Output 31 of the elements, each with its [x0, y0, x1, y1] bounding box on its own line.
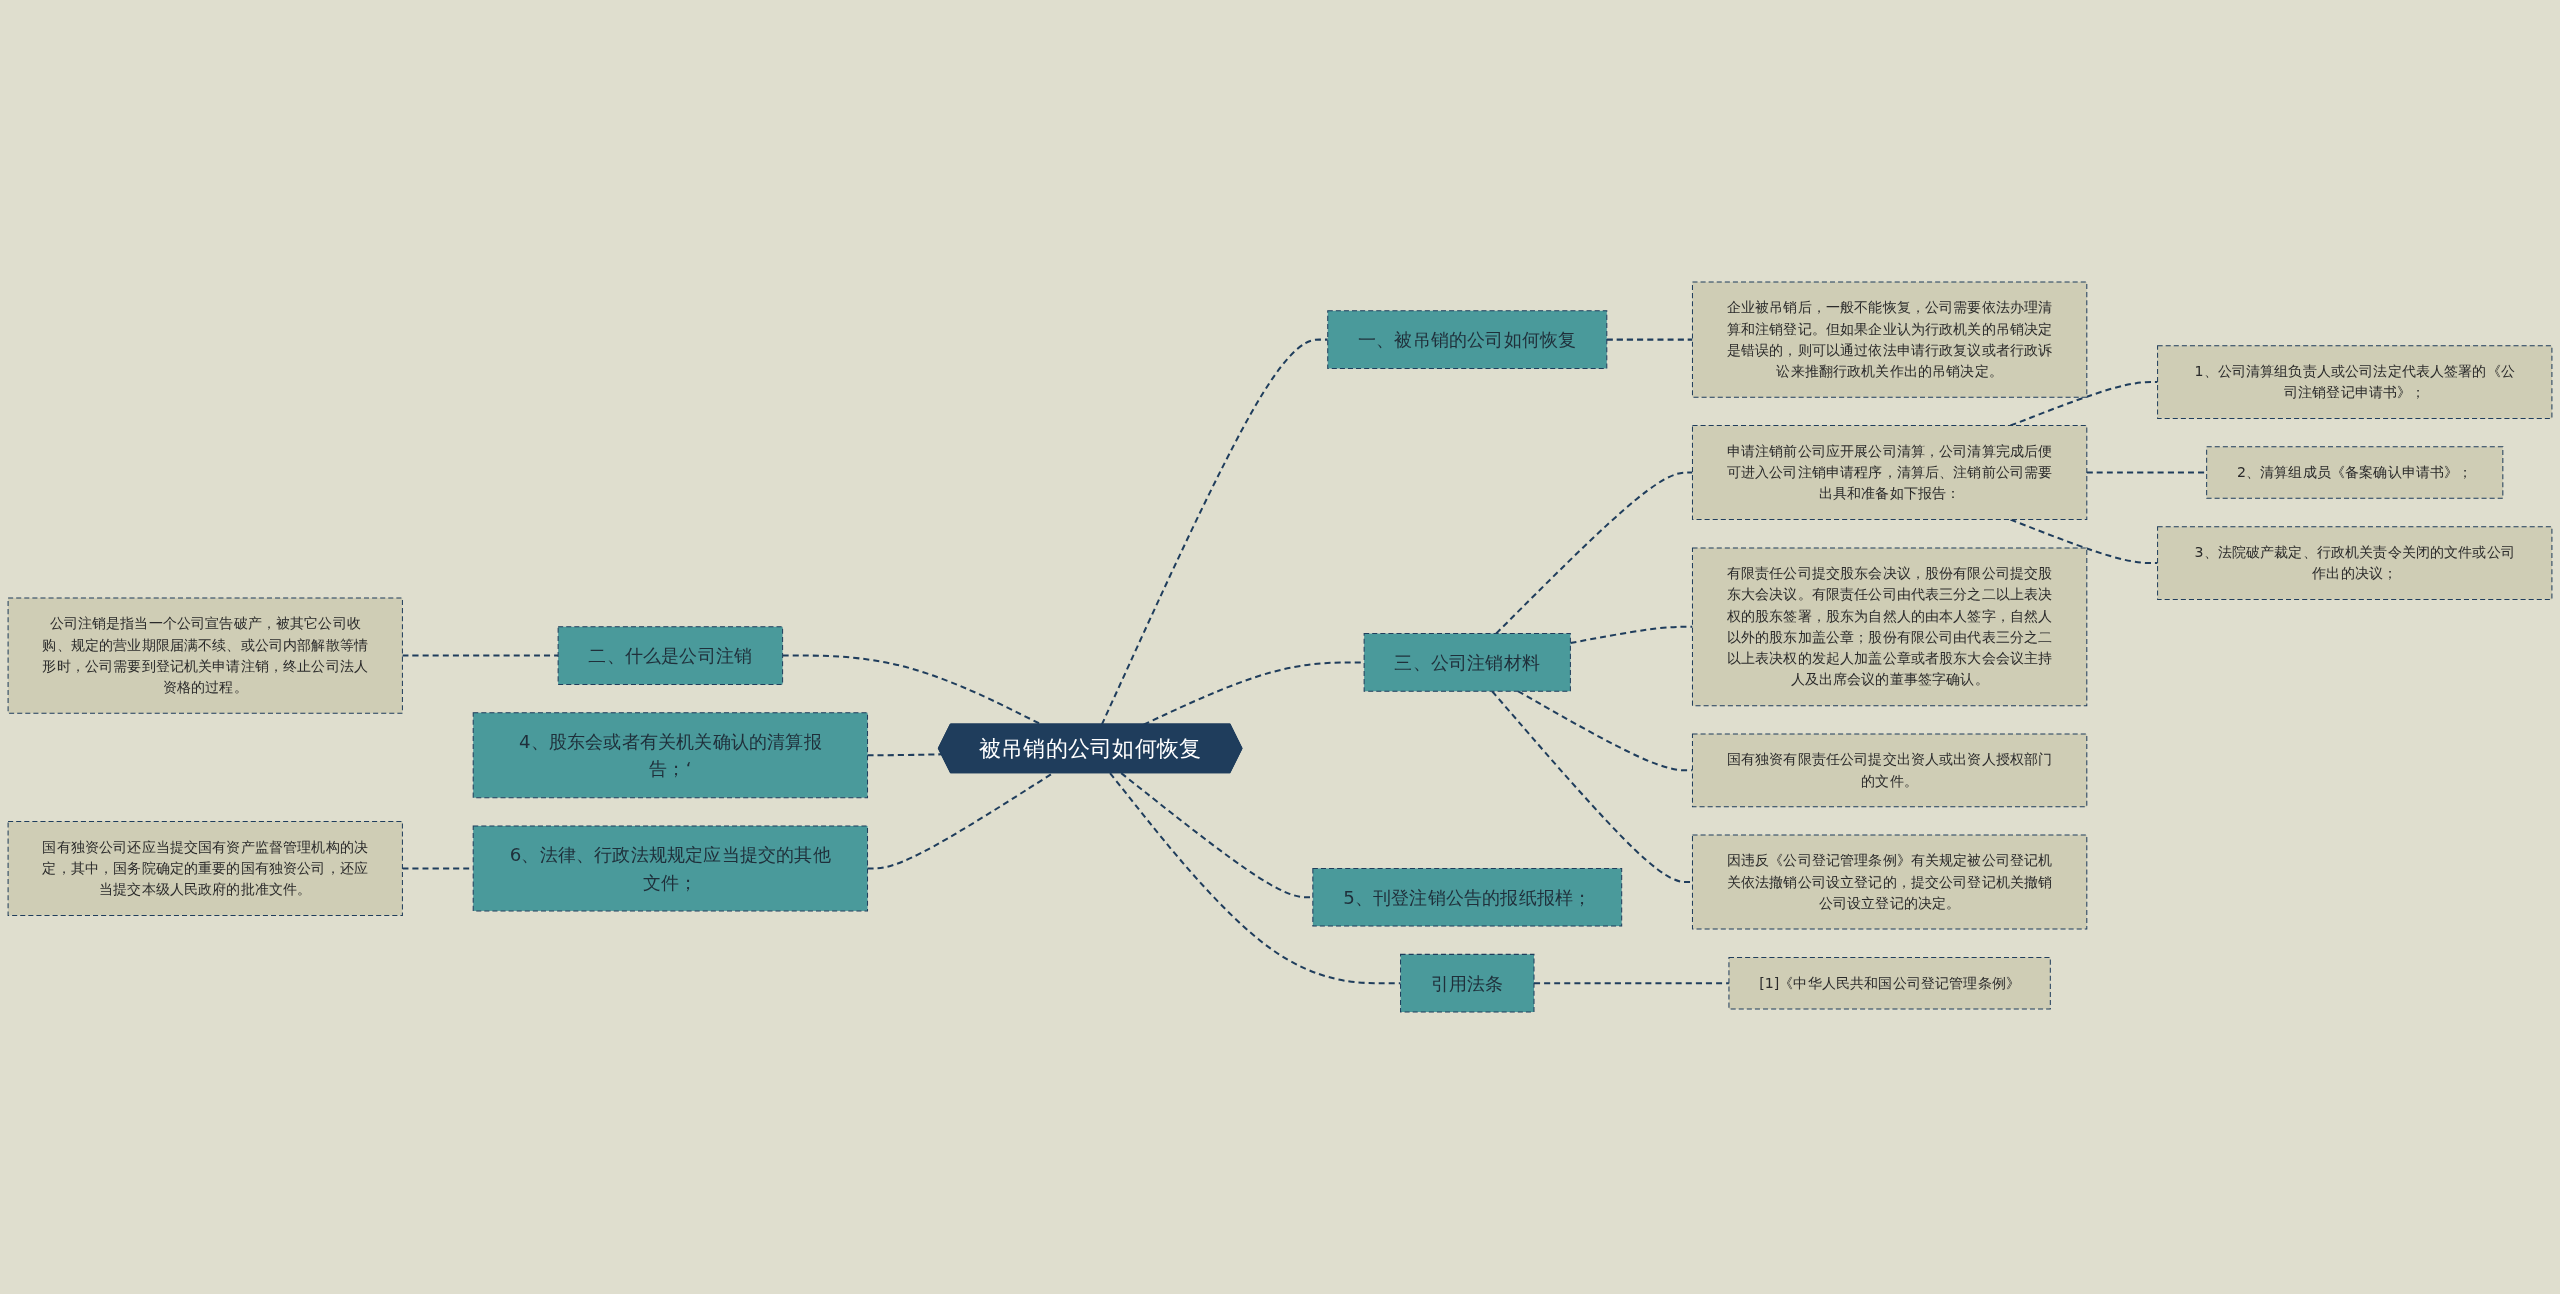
node-box: 5、刊登注销公告的报纸报样；	[1312, 867, 1623, 927]
connector	[1570, 625, 1693, 645]
node-box: 二、什么是公司注销	[557, 626, 784, 685]
node-box: 一、被吊销的公司如何恢复	[1327, 310, 1608, 369]
node-box: 国有独资公司还应当提交国有资产监督管理机构的决定，其中，国务院确定的重要的国有独资公司，还应当提交本级人民政府的批准文件。	[7, 820, 403, 916]
node-box: 引用法条	[1400, 953, 1535, 1013]
connector	[1534, 982, 1729, 985]
connector	[402, 654, 559, 657]
connector	[1100, 338, 1328, 725]
connector	[1495, 471, 1693, 635]
node-box: 6、法律、行政法规规定应当提交的其他文件；	[472, 825, 869, 912]
node-box: 3、法院破产裁定、行政机关责令关闭的文件或公司作出的决议；	[2157, 526, 2553, 600]
connector	[867, 753, 942, 757]
node-box: 国有独资有限责任公司提交出资人或出资人授权部门的文件。	[1691, 733, 2088, 808]
connector	[2010, 381, 2158, 427]
node-box: 有限责任公司提交股东会决议，股份有限公司提交股东大会决议。有限责任公司由代表三分之二以上表决权的股东签署，股东为自然人的由本人签字，自然人以外的股东加盖公章；股份有限公司由代表三分之二以上表决权的发起人加盖公章或者股东大会会议主持人及出席会议的董事签字确认。	[1691, 547, 2088, 707]
connector	[2086, 471, 2207, 474]
node-box: 企业被吊销后，一般不能恢复，公司需要依法办理清算和注销登记。但如果企业认为行政机关的吊销决定是错误的，则可以通过依法申请行政复议或者行政诉讼来推翻行政机关作出的吊销决定。	[1691, 281, 2088, 398]
node-box: 申请注销前公司应开展公司清算，公司清算完成后便可进入公司注销申请程序，清算后、注销前公司需要出具和准备如下报告：	[1691, 425, 2088, 521]
node-box: 三、公司注销材料	[1363, 633, 1571, 692]
connector	[2010, 518, 2158, 565]
connector	[1120, 772, 1313, 899]
node-box: [1]《中华人民共和国公司登记管理条例》	[1728, 956, 2051, 1010]
node-box: 4、股东会或者有关机关确认的清算报告；‘	[472, 712, 869, 799]
node-box: 公司注销是指当一个公司宣告破产，被其它公司收购、规定的营业期限届满不续、或公司内部解散等情形时，公司需要到登记机关申请注销，终止公司法人资格的过程。	[7, 597, 403, 714]
connector	[1491, 690, 1693, 884]
node-box: 因违反《公司登记管理条例》有关规定被公司登记机关依法撤销公司设立登记的，提交公司登记机关撤销公司设立登记的决定。	[1691, 834, 2088, 930]
connector	[867, 772, 1054, 870]
node-box: 1、公司清算组负责人或公司法定代表人签署的《公司注销登记申请书》；	[2157, 345, 2553, 419]
connector	[1606, 338, 1693, 341]
node-box: 2、清算组成员《备案确认申请书》；	[2206, 446, 2504, 499]
